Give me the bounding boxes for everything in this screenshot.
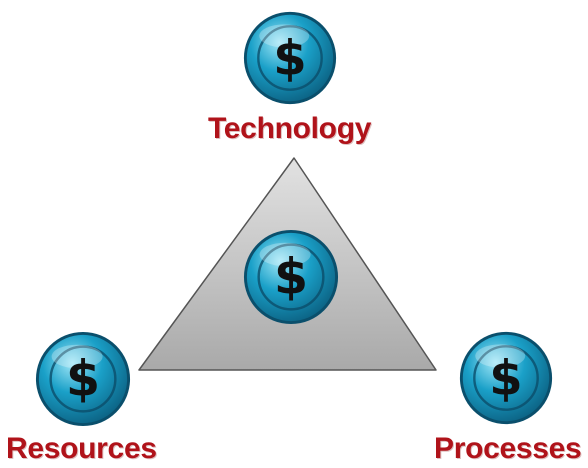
dollar-coin-icon-top: $ [242, 10, 338, 106]
dollar-coin-icon-right: $ [458, 330, 554, 426]
dollar-coin-icon-left: $ [34, 330, 132, 428]
dollar-symbol: $ [274, 249, 308, 306]
dollar-symbol: $ [273, 30, 306, 86]
dollar-coin-icon-center: $ [242, 228, 340, 326]
node-label-technology: Technology [208, 112, 372, 145]
dollar-symbol: $ [489, 350, 522, 406]
dollar-symbol: $ [66, 351, 100, 408]
node-label-resources: Resources [6, 432, 157, 465]
node-label-processes: Processes [434, 432, 582, 465]
